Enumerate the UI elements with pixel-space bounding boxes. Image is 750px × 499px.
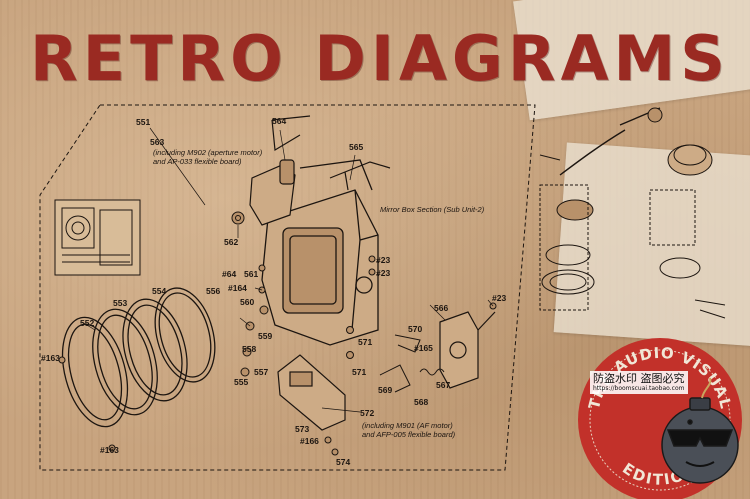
spring-567 xyxy=(419,368,445,376)
label-561: 561 xyxy=(244,269,259,279)
label-574: 574 xyxy=(336,457,351,467)
label-562: 562 xyxy=(224,237,239,247)
label-569: 569 xyxy=(378,385,393,395)
note-mirror-box: Mirror Box Section (Sub Unit-2) xyxy=(380,205,484,214)
label-23-b: #23 xyxy=(376,268,391,278)
bracket-565 xyxy=(329,161,391,191)
label-551: 551 xyxy=(136,117,151,127)
note-572: (including M901 (AF motor) and AFP-005 f… xyxy=(362,421,455,439)
note-563-line-2: and AP-033 flexible board) xyxy=(153,157,242,166)
label-553: 553 xyxy=(113,298,128,308)
label-556: 556 xyxy=(206,286,221,296)
bracket-566 xyxy=(439,311,496,389)
label-560: 560 xyxy=(240,297,255,307)
label-565: 565 xyxy=(349,142,364,152)
label-571-a: 571 xyxy=(358,337,373,347)
mirror-box-housing xyxy=(261,159,379,346)
bomb-mascot xyxy=(661,377,739,484)
label-563: 563 xyxy=(150,137,165,147)
small-parts-diagram-right xyxy=(539,107,726,319)
label-573: 573 xyxy=(295,424,310,434)
label-568: 568 xyxy=(414,397,429,407)
lever-569 xyxy=(379,364,411,393)
label-163-left: #163 xyxy=(41,353,60,363)
label-164: #164 xyxy=(228,283,247,293)
aperture-motor-assembly xyxy=(249,115,311,226)
label-166: #166 xyxy=(300,436,319,446)
label-23-a: #23 xyxy=(376,255,391,265)
af-motor-board xyxy=(277,354,346,431)
label-571-b: 571 xyxy=(352,367,367,377)
note-563-line-1: (including M902 (aperture motor) xyxy=(153,148,263,157)
label-165: #165 xyxy=(414,343,433,353)
flex-board-vignette xyxy=(54,199,141,276)
note-572-line-2: and AFP-005 flexible board) xyxy=(362,430,456,439)
watermark: 防盗水印 盗图必究 https://boomscuai.taobao.com xyxy=(590,371,688,394)
label-23-c: #23 xyxy=(492,293,507,303)
label-567: 567 xyxy=(436,380,451,390)
label-570: 570 xyxy=(408,324,423,334)
label-163-bottom: #163 xyxy=(100,445,119,455)
gear-562 xyxy=(231,211,245,225)
note-mirror-box-line: Mirror Box Section (Sub Unit-2) xyxy=(380,205,485,214)
lens-mount-rings xyxy=(61,287,216,428)
label-554: 554 xyxy=(152,286,167,296)
label-552: 552 xyxy=(80,318,95,328)
note-563: (including M902 (aperture motor) and AP-… xyxy=(153,148,262,166)
label-64: #64 xyxy=(222,269,237,279)
label-557: 557 xyxy=(254,367,269,377)
lever-570 xyxy=(394,334,421,353)
label-572: 572 xyxy=(360,408,375,418)
watermark-line-1: 防盗水印 盗图必究 xyxy=(593,372,685,385)
watermark-line-2: https://boomscuai.taobao.com xyxy=(593,385,685,392)
poster-title: RETRO DIAGRAMS xyxy=(30,22,730,95)
label-555: 555 xyxy=(234,377,249,387)
label-566: 566 xyxy=(434,303,449,313)
label-558: 558 xyxy=(242,344,257,354)
screw-cluster xyxy=(58,255,497,456)
leader-lines xyxy=(81,127,494,413)
label-564: 564 xyxy=(272,116,287,126)
note-572-line-1: (including M901 (AF motor) xyxy=(362,421,453,430)
label-559: 559 xyxy=(258,331,273,341)
